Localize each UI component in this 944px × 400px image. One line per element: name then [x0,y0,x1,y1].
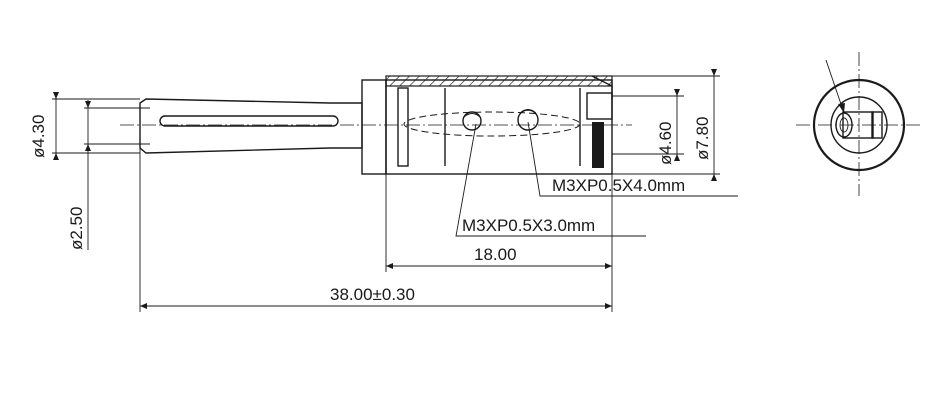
screw-small-label: M3XP0.5X3.0mm [462,216,595,235]
screw-zone [403,111,581,137]
body-hatch-top [385,75,613,87]
outer-diameter-label: ø7.80 [693,117,712,160]
contact-spring [592,122,604,168]
body-length-dim [385,174,613,312]
screw-small [462,111,482,131]
inner-diameter-label: ø4.60 [656,122,675,165]
total-length-dim [139,148,612,312]
inner-diameter-dim [612,89,684,161]
end-view-outer-ring [812,78,906,172]
screw-callout-small [455,123,646,237]
pin [139,98,363,154]
screw-large-label: M3XP0.5X4.0mm [552,176,685,195]
outer-diameter-dim [612,69,720,181]
end-view [796,52,922,196]
tip-diameter-label: ø2.50 [67,207,86,250]
pin-diameter-label: ø4.30 [29,115,48,158]
screw-callout-large [527,121,738,197]
body-length-label: 18.00 [474,245,517,264]
tip-diameter-dim [84,100,150,250]
connector-body [361,75,613,175]
end-view-slot [842,111,874,139]
pin-slot [159,115,339,127]
pin-diameter-dim [52,92,140,160]
end-view-inner-ring [830,96,888,154]
screw-large [517,109,539,131]
total-length-label: 38.00±0.30 [330,285,415,304]
